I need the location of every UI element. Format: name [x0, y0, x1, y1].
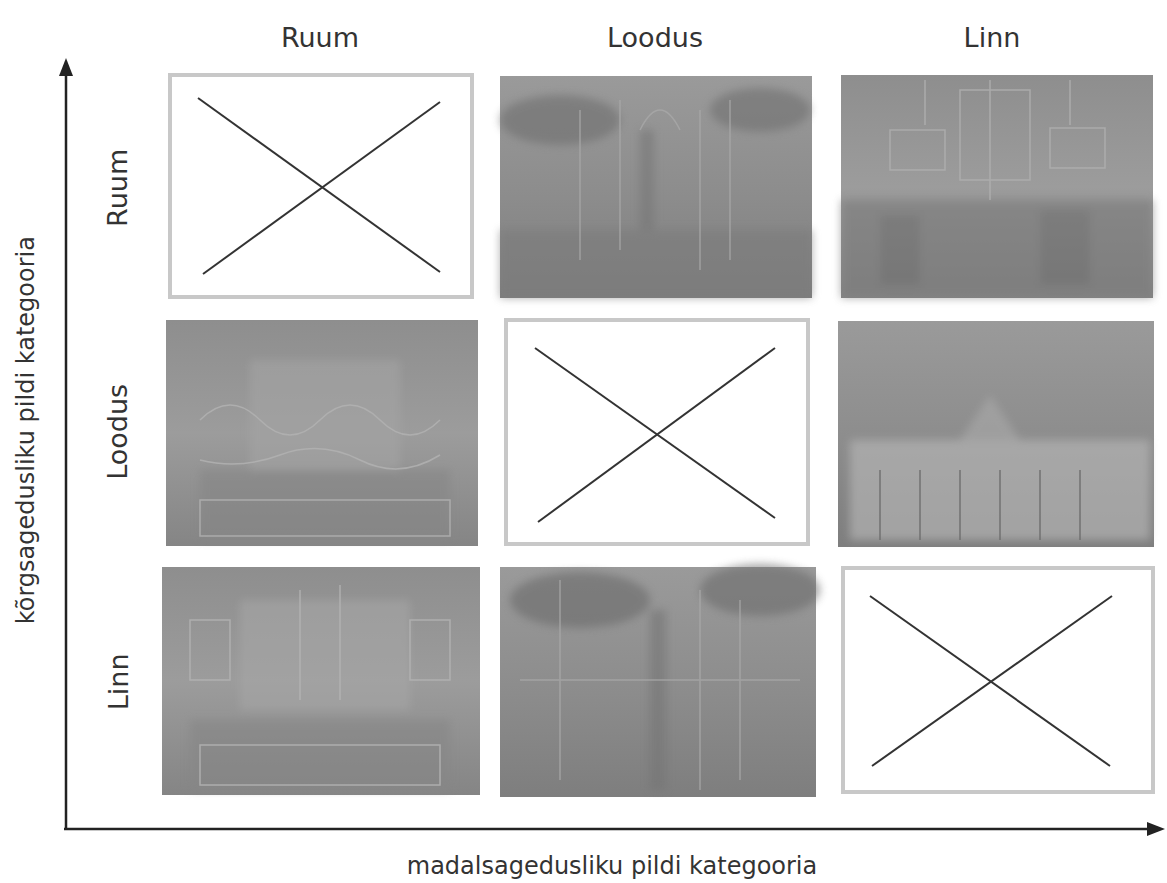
- empty-cell: [843, 568, 1153, 792]
- axis-label: madalsagedusliku pildi kategooria: [407, 853, 818, 879]
- hybrid-image: [841, 75, 1153, 298]
- column-header: Loodus: [607, 23, 703, 53]
- row-header: Ruum: [103, 149, 133, 227]
- hybrid-image: [500, 564, 820, 797]
- axes: [59, 58, 1165, 836]
- hybrid-image: [500, 76, 812, 298]
- row-header: Linn: [103, 654, 133, 711]
- axis-label: kõrgsagedusliku pildi kategooria: [13, 236, 39, 624]
- empty-cell: [170, 75, 472, 297]
- hybrid-image: [162, 567, 480, 795]
- row-header: Loodus: [103, 384, 133, 480]
- hybrid-image: [838, 321, 1154, 547]
- empty-cell: [506, 320, 808, 544]
- column-header: Ruum: [281, 23, 359, 53]
- column-header: Linn: [964, 23, 1021, 53]
- hybrid-image: [166, 320, 478, 546]
